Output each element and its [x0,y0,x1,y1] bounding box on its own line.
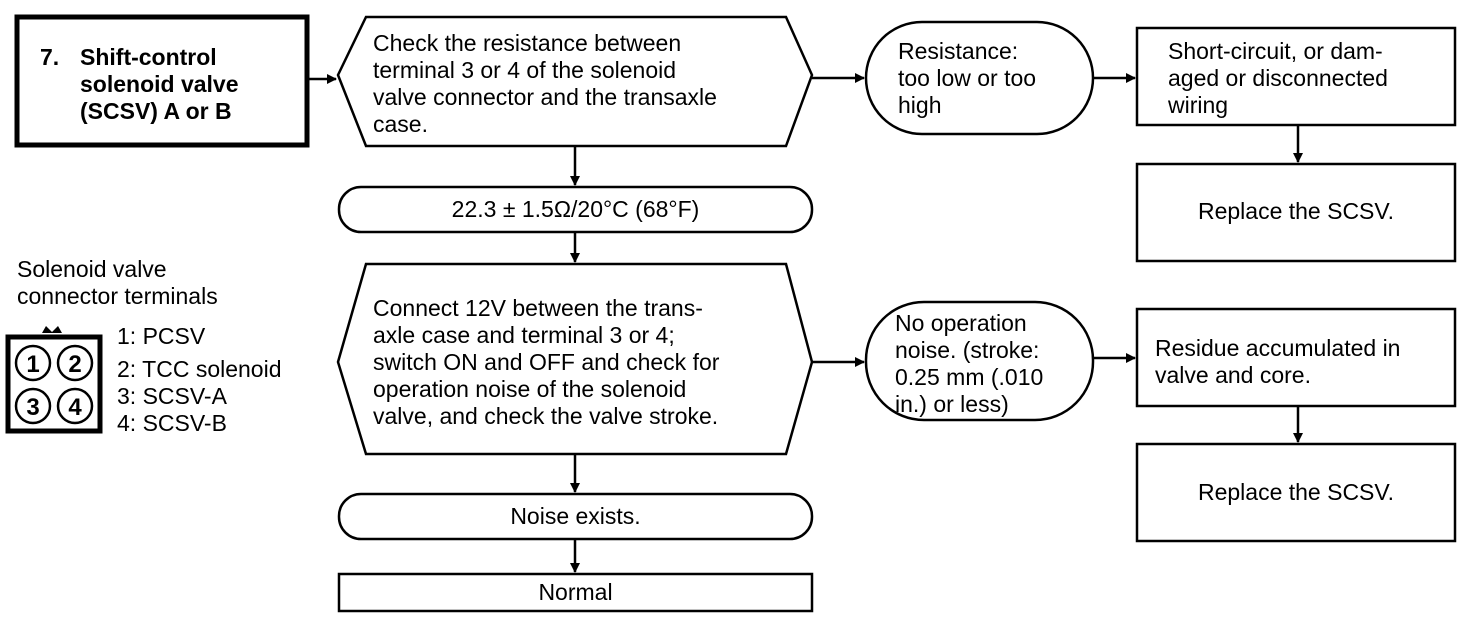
replace-scsv-box-2 [1135,442,1457,543]
connector-title-line-1: Solenoid valve [17,256,167,282]
cause1-line-1: Short-circuit, or dam- [1168,38,1383,64]
connector-legend-1: 1: PCSV [117,323,206,349]
check2-line-2: axle case and terminal 3 or 4; [373,322,675,348]
check2-line-4: operation noise of the solenoid [373,376,687,402]
residue-cause-box [1135,307,1457,408]
cause2-line-1: Residue accumulated in [1155,335,1401,361]
fix1-text: Replace the SCSV. [1197,198,1395,224]
start-step-number: 7. [40,44,60,70]
fault2-line-4: in.) or less) [895,391,1009,417]
start-title-line-3: (SCSV) A or B [80,98,232,124]
check1-line-4: case. [373,111,428,137]
fix2-text: Replace the SCSV. [1197,479,1395,505]
check2-line-3: switch ON and OFF and check for [373,349,720,375]
check2-line-1: Connect 12V between the trans- [373,295,703,321]
connector-legend-3: 3: SCSV-A [117,383,227,409]
normal-text: Normal [538,579,613,605]
connector-legend-4: 4: SCSV-B [117,410,227,436]
no-noise-fault-oval [864,300,1095,422]
connector-pin-4 [56,387,94,425]
start-box [14,14,310,148]
connector-terminal-icon: 1 2 3 4 [5,326,103,434]
connector-pin-4-label: 4 [68,394,82,421]
check2-line-5: valve, and check the valve stroke. [373,403,719,429]
connector-pin-2 [56,344,94,382]
noise-exists-text: Noise exists. [510,503,641,529]
cause2-line-2: valve and core. [1155,362,1311,388]
fault2-line-1: No operation [895,310,1027,336]
connector-pin-1-label: 1 [26,351,39,378]
check1-line-3: valve connector and the transaxle [373,84,717,110]
check1-line-2: terminal 3 or 4 of the solenoid [373,57,677,83]
connector-legend-2: 2: TCC solenoid [117,356,282,382]
start-title-line-1: Shift-control [80,44,217,70]
connector-title-line-2: connector terminals [17,283,218,309]
cause1-line-2: aged or disconnected [1168,65,1388,91]
check1-line-1: Check the resistance between [373,30,682,56]
fault1-line-3: high [898,92,942,118]
fault2-line-2: noise. (stroke: [895,337,1040,363]
fault2-line-3: 0.25 mm (.010 [895,364,1044,390]
fault1-line-1: Resistance: [898,38,1019,64]
normal-box [337,572,814,613]
connector-pin-2-label: 2 [68,351,81,378]
replace-scsv-box-1 [1135,162,1457,263]
wiring-cause-box [1135,26,1457,127]
resistance-spec-text: 22.3 ± 1.5Ω/20°C (68°F) [451,196,700,222]
connector-pin-1 [14,344,52,382]
fault1-line-2: too low or too [898,65,1037,91]
cause1-line-3: wiring [1168,92,1229,118]
check-resistance-hexagon [336,15,814,148]
connector-pin-3-label: 3 [26,394,39,421]
connector-pin-3 [14,387,52,425]
start-title-line-2: solenoid valve [80,71,239,97]
